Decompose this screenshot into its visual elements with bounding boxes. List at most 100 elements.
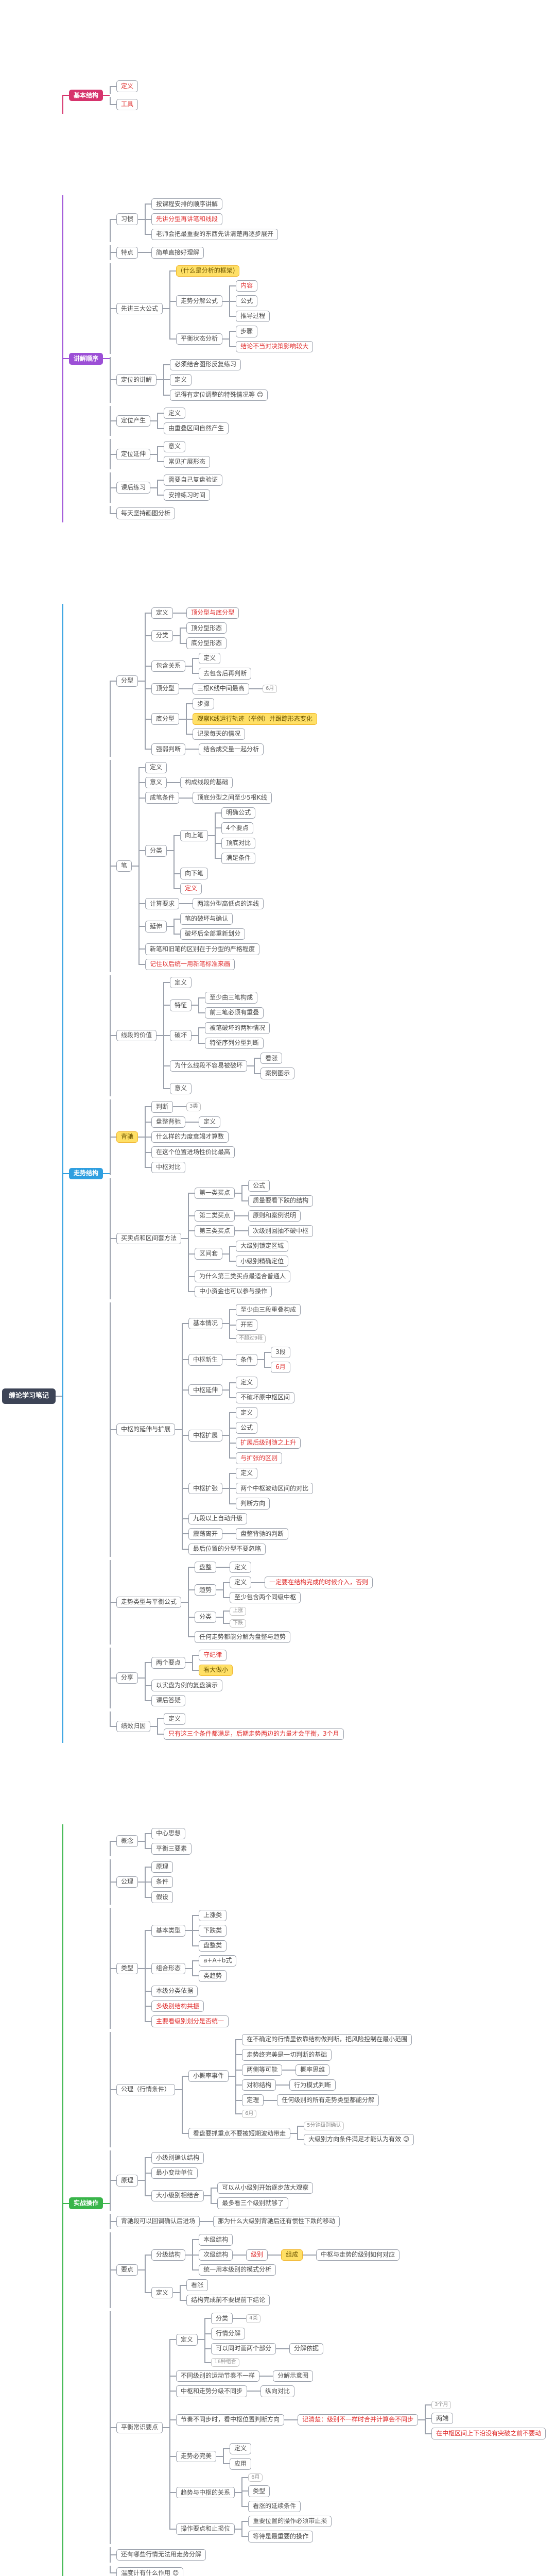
branch-node[interactable]: 概念 — [116, 1835, 138, 1847]
leaf-node[interactable]: 条件 — [151, 1876, 173, 1888]
leaf-node[interactable]: 步骤 — [193, 698, 215, 710]
leaf-node[interactable]: 在不确定的行情里依靠结构做判断，把风险控制在最小范围 — [242, 2033, 412, 2046]
branch-node[interactable]: 破坏 — [170, 1029, 192, 1042]
leaf-node[interactable]: 什么样的力度衰竭才算数 — [151, 1131, 229, 1143]
leaf-node[interactable]: 结合成交量一起分析 — [199, 743, 264, 755]
leaf-node[interactable]: 记得有定位调整的特殊情况等 😊 — [170, 389, 268, 401]
leaf-node[interactable]: 大级别方向条件满足才能认为有效 😊 — [304, 2133, 414, 2146]
leaf-node[interactable]: 16种组合 — [211, 2358, 239, 2367]
leaf-node[interactable]: 定义 — [116, 80, 138, 92]
branch-node[interactable]: 特征 — [170, 999, 192, 1011]
branch-node[interactable]: 条件 — [236, 1354, 258, 1366]
leaf-node[interactable]: 统一用本级别的模式分析 — [199, 2264, 276, 2276]
leaf-node[interactable]: 最小变动单位 — [151, 2167, 198, 2179]
leaf-node[interactable]: 多级别结构共振 — [151, 2001, 204, 2012]
leaf-node[interactable]: 中小资金也可以参与操作 — [195, 1285, 272, 1298]
leaf-node[interactable]: 定义 — [180, 883, 202, 895]
branch-node[interactable]: 级别 — [246, 2249, 268, 2261]
leaf-node[interactable]: 老师会把最重要的东西先讲清楚再逐步展开 — [151, 228, 279, 241]
leaf-node[interactable]: 步骤 — [236, 326, 258, 337]
leaf-node[interactable]: 盘整背驰的判断 — [236, 1528, 289, 1540]
leaf-node[interactable]: 定义 — [164, 1713, 186, 1725]
leaf-node[interactable]: 顶底对比 — [221, 837, 256, 849]
leaf-node[interactable]: 定义 — [236, 1377, 258, 1388]
leaf-node[interactable]: 内容 — [236, 280, 258, 292]
leaf-node[interactable]: 在这个位置进场性价比最高 — [151, 1146, 235, 1158]
branch-node[interactable]: 公理 — [116, 1876, 138, 1888]
leaf-node[interactable]: 意义 — [164, 440, 186, 453]
branch-node[interactable]: 两侧等可能 — [242, 2064, 283, 2076]
leaf-node[interactable]: 下跌类 — [199, 1925, 227, 1937]
leaf-node[interactable]: 3类 — [186, 1103, 201, 1111]
leaf-node[interactable]: 前三笔必须有重叠 — [205, 1007, 264, 1019]
branch-node[interactable]: 背驰 — [116, 1131, 138, 1143]
leaf-node[interactable]: 纵向对比 — [260, 2385, 295, 2397]
leaf-node[interactable]: 意义 — [170, 1082, 192, 1095]
leaf-node[interactable]: 需要自己复盘验证 — [164, 474, 223, 486]
leaf-node[interactable]: 本级结构 — [199, 2234, 233, 2246]
branch-node[interactable]: 中枢延伸 — [188, 1384, 223, 1396]
branch-node[interactable]: 走势结构 — [69, 1167, 103, 1179]
leaf-node[interactable]: 扩展后级别随之上升 — [236, 1437, 301, 1449]
leaf-node[interactable]: 明确公式 — [221, 807, 256, 819]
leaf-node[interactable]: 至少包含两个同级中枢 — [230, 1591, 301, 1604]
branch-node[interactable]: 定义 — [176, 2334, 198, 2346]
leaf-node[interactable]: 在中枢区间上下沿没有突破之前不要动 — [431, 2428, 546, 2439]
leaf-node[interactable]: 特征序列分型判断 — [205, 1037, 264, 1049]
leaf-node[interactable]: 定义 — [164, 408, 186, 419]
leaf-node[interactable]: 结论不当对决策影响较大 — [236, 341, 314, 352]
branch-node[interactable]: 分类 — [151, 630, 173, 642]
leaf-node[interactable]: 常见扩展形态 — [164, 456, 211, 468]
branch-node[interactable]: 小概率事件 — [188, 2070, 229, 2082]
branch-node[interactable]: 分享 — [116, 1672, 138, 1684]
leaf-node[interactable]: 先讲分型再讲笔和线段 — [151, 213, 223, 225]
leaf-node[interactable]: 新笔和旧笔的区别在于分型的严格程度 — [145, 943, 260, 955]
leaf-node[interactable]: 盘整类 — [199, 1940, 227, 1952]
branch-node[interactable]: 中枢和走势分级不同步 — [176, 2385, 248, 2397]
branch-node[interactable]: 记清楚：级别不一样时合并计算会不同步 — [298, 2414, 419, 2426]
branch-node[interactable]: 组合形态 — [151, 1962, 186, 1974]
leaf-node[interactable]: 走势终完美是一切判断的基础 — [242, 2049, 332, 2061]
leaf-node[interactable]: 与扩张的区别 — [236, 1452, 283, 1464]
leaf-node[interactable]: 类型 — [248, 2485, 270, 2497]
leaf-node[interactable]: 定义 — [199, 1116, 221, 1128]
branch-node[interactable]: 类型 — [116, 1962, 138, 1974]
leaf-node[interactable]: 按课程安排的顺序讲解 — [151, 198, 223, 210]
leaf-node[interactable]: 定义 — [236, 1407, 258, 1419]
leaf-node[interactable]: 只有这三个条件都满足，后期走势两边的力量才会平衡，3个月 — [164, 1728, 344, 1740]
branch-node[interactable]: 走势类型与平衡公式 — [116, 1596, 182, 1608]
leaf-node[interactable]: 次级别回抽不破中枢 — [248, 1225, 314, 1237]
leaf-node[interactable]: 定义 — [170, 977, 192, 989]
leaf-node[interactable]: 中枢与走势的级别如何对应 — [316, 2249, 400, 2261]
leaf-node[interactable]: 定义 — [230, 1562, 252, 1573]
branch-node[interactable]: 中枢扩张 — [188, 1483, 223, 1495]
branch-node[interactable]: 三根K线中间最高 — [193, 683, 249, 695]
leaf-node[interactable]: 看涨 — [186, 2279, 208, 2291]
branch-node[interactable]: 震荡离开 — [188, 1528, 223, 1540]
leaf-node[interactable]: 两个中枢波动区间的对比 — [236, 1483, 314, 1495]
leaf-node[interactable]: 小级别确认结构 — [151, 2152, 204, 2164]
leaf-node[interactable]: 行为模式判断 — [289, 2079, 336, 2091]
branch-node[interactable]: 特点 — [116, 247, 138, 259]
leaf-node[interactable]: 4个要点 — [221, 822, 253, 834]
leaf-node[interactable]: 本级分类依据 — [151, 1985, 198, 1997]
branch-node[interactable]: 分型 — [116, 675, 138, 687]
leaf-node[interactable]: 上涨 — [230, 1607, 247, 1616]
branch-node[interactable]: 第二类买点 — [195, 1210, 235, 1222]
branch-node[interactable]: 基本结构 — [69, 90, 103, 101]
leaf-node[interactable]: 6月 — [242, 2109, 257, 2119]
branch-node[interactable]: 盘整 — [195, 1562, 217, 1573]
branch-node[interactable]: 背驰段可以回调确认后进场 — [116, 2215, 200, 2228]
leaf-node[interactable]: 推导过程 — [236, 310, 270, 323]
leaf-node[interactable]: 分解依据 — [289, 2343, 324, 2355]
leaf-node[interactable]: 定义 — [170, 374, 192, 386]
leaf-node[interactable]: 向下笔 — [180, 868, 208, 879]
branch-node[interactable]: 讲解顺序 — [69, 353, 103, 365]
leaf-node[interactable]: 满足条件 — [221, 852, 256, 865]
leaf-node[interactable]: 必须结合图形反复练习 — [170, 359, 241, 371]
leaf-node[interactable]: 6月 — [248, 2473, 263, 2482]
branch-node[interactable]: 定义 — [151, 607, 173, 619]
branch-node[interactable]: 基本情况 — [188, 1317, 223, 1330]
leaf-node[interactable]: 定义 — [199, 652, 221, 665]
leaf-node[interactable]: 每天坚持画图分析 — [116, 507, 176, 519]
